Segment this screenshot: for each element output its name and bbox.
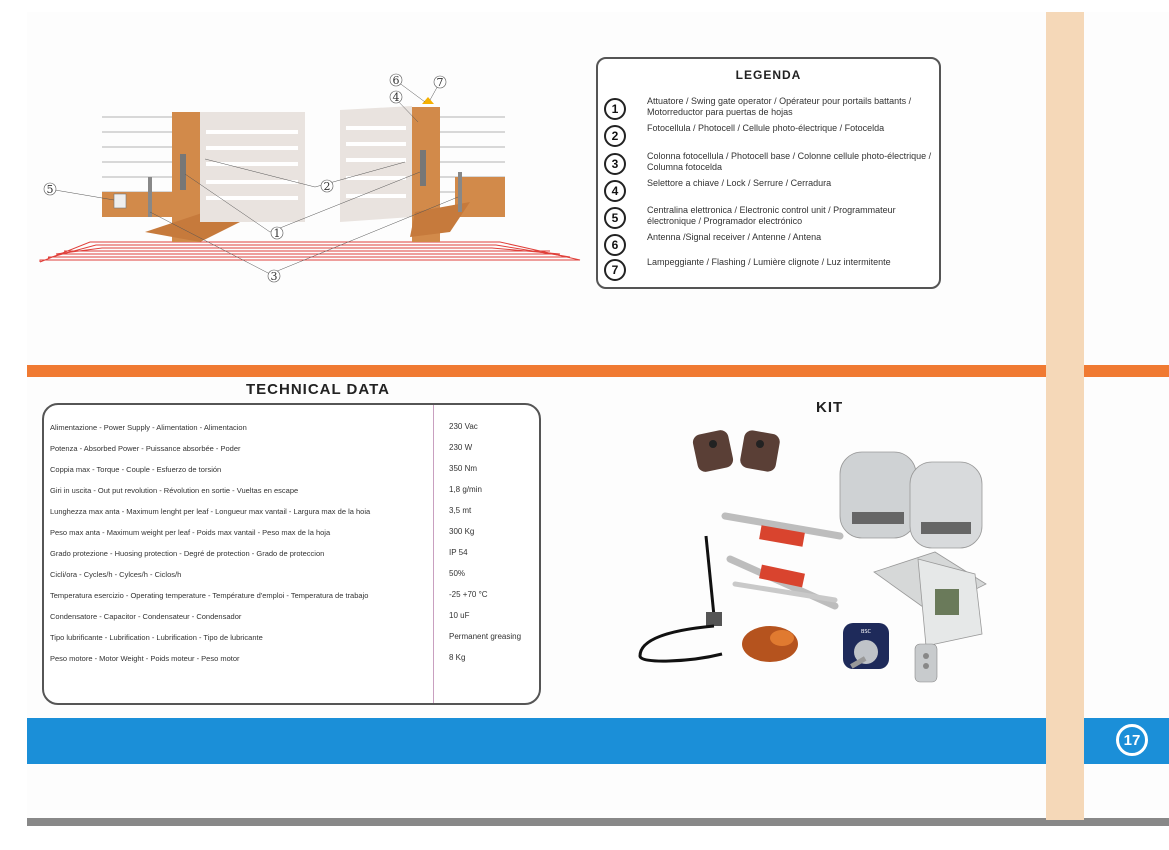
leader-lines	[54, 81, 459, 275]
spec-value: 300 Kg	[449, 527, 475, 536]
technical-data-title: TECHNICAL DATA	[246, 381, 390, 398]
table-row: Condensatore - Capacitor - Condensateur …	[44, 608, 539, 628]
left-operator-arm	[180, 154, 186, 190]
orange-divider	[27, 365, 1169, 377]
key-selector-brand: BSC	[861, 629, 872, 635]
spec-value: 8 Kg	[449, 653, 466, 662]
kit-illustration: BSC	[638, 430, 987, 683]
spec-label: Grado protezione - Huosing protection - …	[50, 549, 325, 558]
spec-value: 3,5 mt	[449, 506, 472, 515]
spec-label: Coppia max - Torque - Couple - Esfuerzo …	[50, 465, 222, 474]
right-gate-slats	[346, 126, 406, 198]
table-row: Tipo lubrificante - Lubrification - Lubr…	[44, 629, 539, 649]
legend-text: Lampeggiante / Flashing / Lumière cligno…	[647, 257, 891, 267]
table-row: Peso max anta - Maximum weight per leaf …	[44, 524, 539, 544]
callout-7: 7	[437, 76, 444, 89]
legend-number: 6	[604, 234, 626, 256]
table-row: Lunghezza max anta - Maximum lenght per …	[44, 503, 539, 523]
right-gate-leaf	[340, 106, 412, 222]
table-row: Grado protezione - Huosing protection - …	[44, 545, 539, 565]
motor-units	[839, 451, 983, 549]
callout-6: 6	[393, 74, 400, 87]
legend-text: Centralina elettronica / Electronic cont…	[647, 205, 896, 226]
spec-value: -25 +70 °C	[449, 590, 488, 599]
legend-text: Fotocellula / Photocell / Cellule photo-…	[647, 123, 885, 133]
legend-text: Antenna /Signal receiver / Antenne / Ant…	[647, 232, 822, 242]
control-unit	[113, 193, 127, 209]
left-fence	[102, 116, 175, 193]
spec-label: Temperatura esercizio - Operating temper…	[50, 591, 369, 600]
remote-control	[914, 643, 938, 683]
spec-label: Condensatore - Capacitor - Condensateur …	[50, 612, 242, 621]
spec-value: IP 54	[449, 548, 468, 557]
spec-value: 350 Nm	[449, 464, 478, 473]
spec-label: Peso motore - Motor Weight - Poids moteu…	[50, 654, 240, 663]
kit-title: KIT	[816, 399, 844, 416]
gate-installation-diagram: 5 2 1 3 4 6 7	[39, 73, 581, 283]
photocell-pair	[692, 430, 780, 472]
wiring-lines	[39, 241, 581, 263]
spec-value: 230 W	[449, 443, 473, 452]
right-operator-arm	[420, 150, 426, 186]
spec-label: Peso max anta - Maximum weight per leaf …	[50, 528, 331, 537]
spec-value: 230 Vac	[449, 422, 478, 431]
spec-value: 1,8 g/min	[449, 485, 482, 494]
legend-number: 2	[604, 125, 626, 147]
spec-label: Lunghezza max anta - Maximum lenght per …	[50, 507, 371, 516]
legend-number: 3	[604, 153, 626, 175]
spec-label: Cicli/ora - Cycles/h - Cylces/h - Ciclos…	[50, 570, 182, 579]
spec-value: 10 uF	[449, 611, 470, 620]
legend-number: 1	[604, 98, 626, 120]
table-row: Alimentazione - Power Supply - Alimentat…	[44, 419, 539, 439]
legend-number: 4	[604, 180, 626, 202]
spec-label: Alimentazione - Power Supply - Alimentat…	[50, 423, 247, 432]
table-row: Temperatura esercizio - Operating temper…	[44, 587, 539, 607]
photocell-column-right	[458, 172, 462, 212]
key-selector: BSC	[843, 623, 889, 669]
legend-box: LEGENDA 1 Attuatore / Swing gate operato…	[596, 57, 941, 289]
spec-label: Giri in uscita - Out put revolution - Ré…	[50, 486, 299, 495]
table-row: Coppia max - Torque - Couple - Esfuerzo …	[44, 461, 539, 481]
callout-1: 1	[274, 227, 281, 240]
flashing-lamp	[422, 97, 434, 104]
page-edge-shadow	[27, 818, 1169, 826]
callout-4: 4	[393, 91, 400, 104]
diagram-callouts: 5 2 1 3 4 6 7	[43, 73, 447, 283]
spec-label: Potenza - Absorbed Power - Puissance abs…	[50, 444, 241, 453]
callout-2: 2	[324, 180, 331, 193]
flashing-lamp	[742, 626, 798, 662]
legend-title: LEGENDA	[735, 68, 802, 82]
blue-footer-band	[27, 718, 1169, 764]
antenna	[638, 535, 723, 663]
beige-vertical-band	[1046, 12, 1084, 820]
table-divider	[433, 405, 434, 703]
left-gate-leaf	[200, 112, 305, 222]
table-row: Giri in uscita - Out put revolution - Ré…	[44, 482, 539, 502]
callout-5: 5	[47, 183, 54, 196]
callout-3: 3	[271, 270, 278, 283]
spec-value: 50%	[449, 569, 466, 578]
left-gate-slats	[206, 130, 298, 200]
technical-data-table: Alimentazione - Power Supply - Alimentat…	[42, 403, 541, 705]
control-box	[873, 551, 987, 647]
table-row: Potenza - Absorbed Power - Puissance abs…	[44, 440, 539, 460]
legend-text: Attuatore / Swing gate operator / Opérat…	[647, 96, 912, 117]
legend-text: Colonna fotocellula / Photocell base / C…	[647, 151, 932, 172]
legend-number: 7	[604, 259, 626, 281]
spec-value: Permanent greasing	[449, 632, 522, 641]
mounting-arms	[721, 512, 844, 610]
legend-text: Selettore a chiave / Lock / Serrure / Ce…	[647, 178, 832, 188]
legend-number: 5	[604, 207, 626, 229]
page-number: 17	[1116, 724, 1148, 756]
table-row: Cicli/ora - Cycles/h - Cylces/h - Ciclos…	[44, 566, 539, 586]
spec-label: Tipo lubrificante - Lubrification - Lubr…	[50, 633, 263, 642]
table-row: Peso motore - Motor Weight - Poids moteu…	[44, 650, 539, 670]
photocell-column-left	[148, 177, 152, 217]
